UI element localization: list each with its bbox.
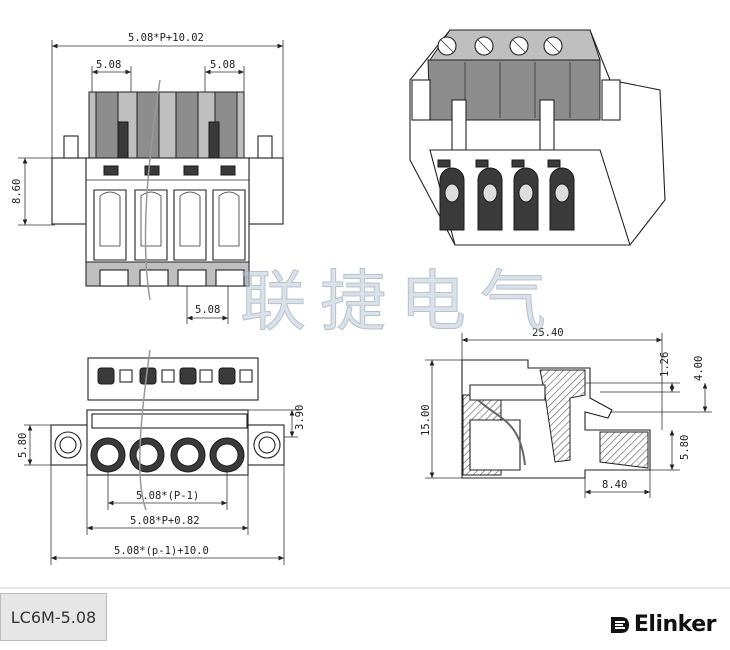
isometric-view xyxy=(409,29,666,246)
dim-side-a: 1.26 xyxy=(659,352,671,377)
bottom-view-top-slots xyxy=(97,367,253,385)
front-view-slots xyxy=(103,165,236,176)
screw-heads xyxy=(437,36,563,56)
dim-pitch-span: 5.08*(P-1) xyxy=(136,490,199,502)
side-view: 25.40 15.00 1.26 4.00 5.80 8.40 xyxy=(420,327,712,498)
elinker-logo-icon xyxy=(610,616,629,633)
dim-total-width: 5.08*P+10.02 xyxy=(128,32,204,44)
dim-side-d: 8.40 xyxy=(602,479,627,491)
dim-height-left: 5.80 xyxy=(17,433,29,458)
dim-height-right: 3.90 xyxy=(294,405,306,430)
dim-side-c: 5.80 xyxy=(679,435,691,460)
front-view-contacts xyxy=(93,189,246,261)
front-view: 5.08*P+10.02 5.08 5.08 8.60 xyxy=(11,32,284,324)
dim-height: 8.60 xyxy=(11,179,23,204)
dim-side-length: 25.40 xyxy=(532,327,564,339)
dim-side-height: 15.00 xyxy=(420,404,432,436)
dim-pitch-left: 5.08 xyxy=(96,59,121,71)
dim-body-width: 5.08*P+0.82 xyxy=(130,515,200,527)
model-label: LC6M-5.08 xyxy=(0,593,107,641)
iso-slots xyxy=(437,159,561,168)
brand-name: Elinker xyxy=(633,612,717,637)
dim-side-b: 4.00 xyxy=(693,356,705,381)
bottom-view: 5.80 3.90 5.08*(P-1) 5.08*P+0.82 5.08*(p… xyxy=(17,349,306,565)
dim-pitch-bottom: 5.08 xyxy=(195,304,220,316)
brand-logo: Elinker xyxy=(609,612,717,637)
dim-flange-width: 5.08*(p-1)+10.0 xyxy=(114,545,209,557)
iso-wire-entries xyxy=(439,167,575,231)
dim-pitch-right: 5.08 xyxy=(210,59,235,71)
